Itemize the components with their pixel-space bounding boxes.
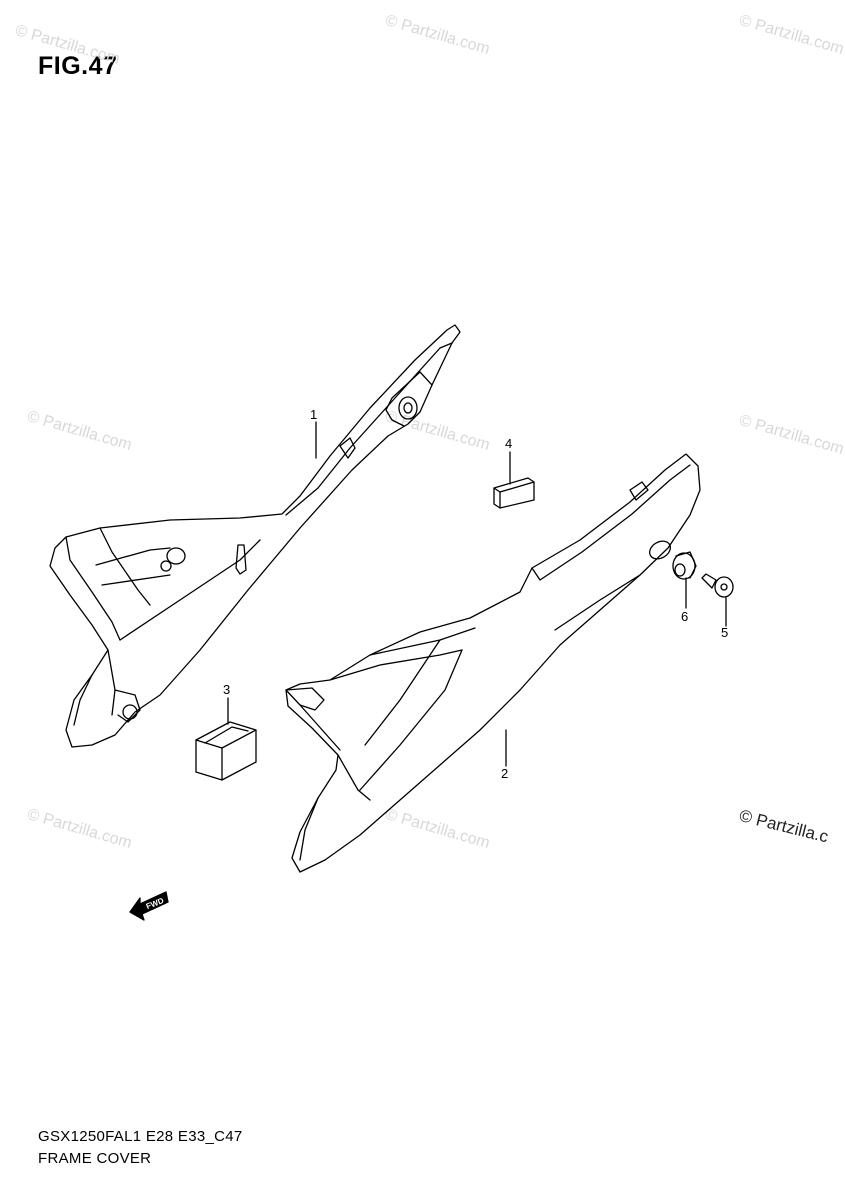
callout-3: 3	[223, 682, 230, 697]
model-code: GSX1250FAL1 E28 E33_C47	[38, 1128, 243, 1145]
callout-4: 4	[505, 436, 512, 451]
part-1-left-frame-cover[interactable]	[49, 324, 461, 748]
forward-arrow-icon: FWD	[129, 891, 169, 921]
part-5-screw[interactable]	[701, 573, 734, 598]
part-2-right-frame-cover[interactable]	[285, 453, 701, 873]
forward-arrow-label: FWD	[145, 896, 165, 911]
part-6-grommet[interactable]	[672, 551, 697, 580]
part-4-label-pad[interactable]	[493, 477, 535, 509]
callout-2: 2	[501, 766, 508, 781]
callout-6: 6	[681, 609, 688, 624]
callout-5: 5	[721, 625, 728, 640]
leader-lines	[227, 421, 727, 767]
section-name: FRAME COVER	[38, 1150, 152, 1167]
callout-1: 1	[310, 407, 317, 422]
figure-title: FIG.47	[38, 52, 118, 80]
part-3-cushion-pad[interactable]	[195, 721, 257, 781]
